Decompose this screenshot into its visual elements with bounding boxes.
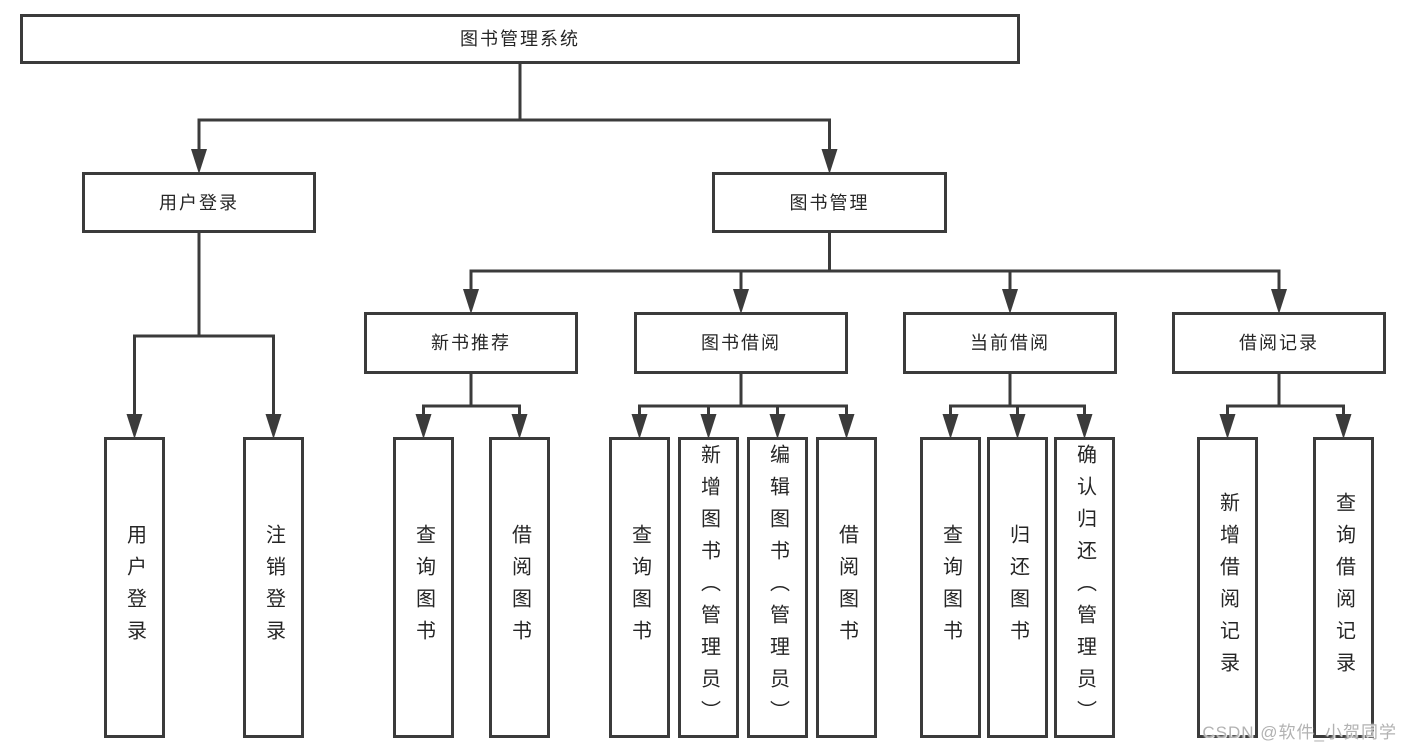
node-leaf-query-borrow-rec: 查询借阅记录 [1313, 437, 1374, 738]
node-leaf-query-book-3: 查询图书 [920, 437, 981, 738]
node-new-book-rec: 新书推荐 [364, 312, 578, 374]
node-leaf-query-book-1: 查询图书 [393, 437, 454, 738]
node-leaf-edit-book: 编辑图书（管理员） [747, 437, 808, 738]
node-leaf-logout: 注销登录 [243, 437, 304, 738]
node-user-login: 用户登录 [82, 172, 316, 233]
node-label: 归还图书 [1006, 523, 1029, 652]
node-label: 用户登录 [123, 523, 146, 652]
node-current-borrow: 当前借阅 [903, 312, 1117, 374]
node-book-mgmt: 图书管理 [712, 172, 947, 233]
node-leaf-confirm-return: 确认归还（管理员） [1054, 437, 1115, 738]
node-book-borrow: 图书借阅 [634, 312, 848, 374]
node-label: 注销登录 [262, 523, 285, 652]
node-label: 编辑图书（管理员） [766, 443, 789, 732]
node-label: 图书管理系统 [460, 29, 580, 49]
node-label: 图书借阅 [701, 333, 781, 353]
node-root: 图书管理系统 [20, 14, 1020, 64]
watermark: CSDN @软件_小贺同学 [1202, 723, 1397, 742]
node-label: 图书管理 [789, 192, 870, 213]
node-label: 当前借阅 [970, 333, 1050, 353]
node-leaf-borrow-book-1: 借阅图书 [489, 437, 550, 738]
node-leaf-query-book-2: 查询图书 [609, 437, 670, 738]
node-label: 新增借阅记录 [1216, 491, 1239, 684]
node-label: 借阅记录 [1239, 333, 1319, 353]
node-leaf-add-borrow-rec: 新增借阅记录 [1197, 437, 1258, 738]
node-leaf-user-login: 用户登录 [104, 437, 165, 738]
node-label: 查询图书 [412, 523, 435, 652]
node-label: 用户登录 [159, 192, 239, 213]
node-leaf-borrow-book-2: 借阅图书 [816, 437, 877, 738]
node-label: 新增图书（管理员） [697, 443, 720, 732]
node-label: 新书推荐 [431, 333, 511, 353]
node-borrow-records: 借阅记录 [1172, 312, 1386, 374]
node-label: 确认归还（管理员） [1073, 443, 1096, 732]
node-leaf-return-book: 归还图书 [987, 437, 1048, 738]
node-label: 查询图书 [628, 523, 651, 652]
node-label: 查询借阅记录 [1332, 491, 1355, 684]
node-label: 借阅图书 [508, 523, 531, 652]
node-label: 借阅图书 [835, 523, 858, 652]
node-leaf-add-book: 新增图书（管理员） [678, 437, 739, 738]
node-label: 查询图书 [939, 523, 962, 652]
